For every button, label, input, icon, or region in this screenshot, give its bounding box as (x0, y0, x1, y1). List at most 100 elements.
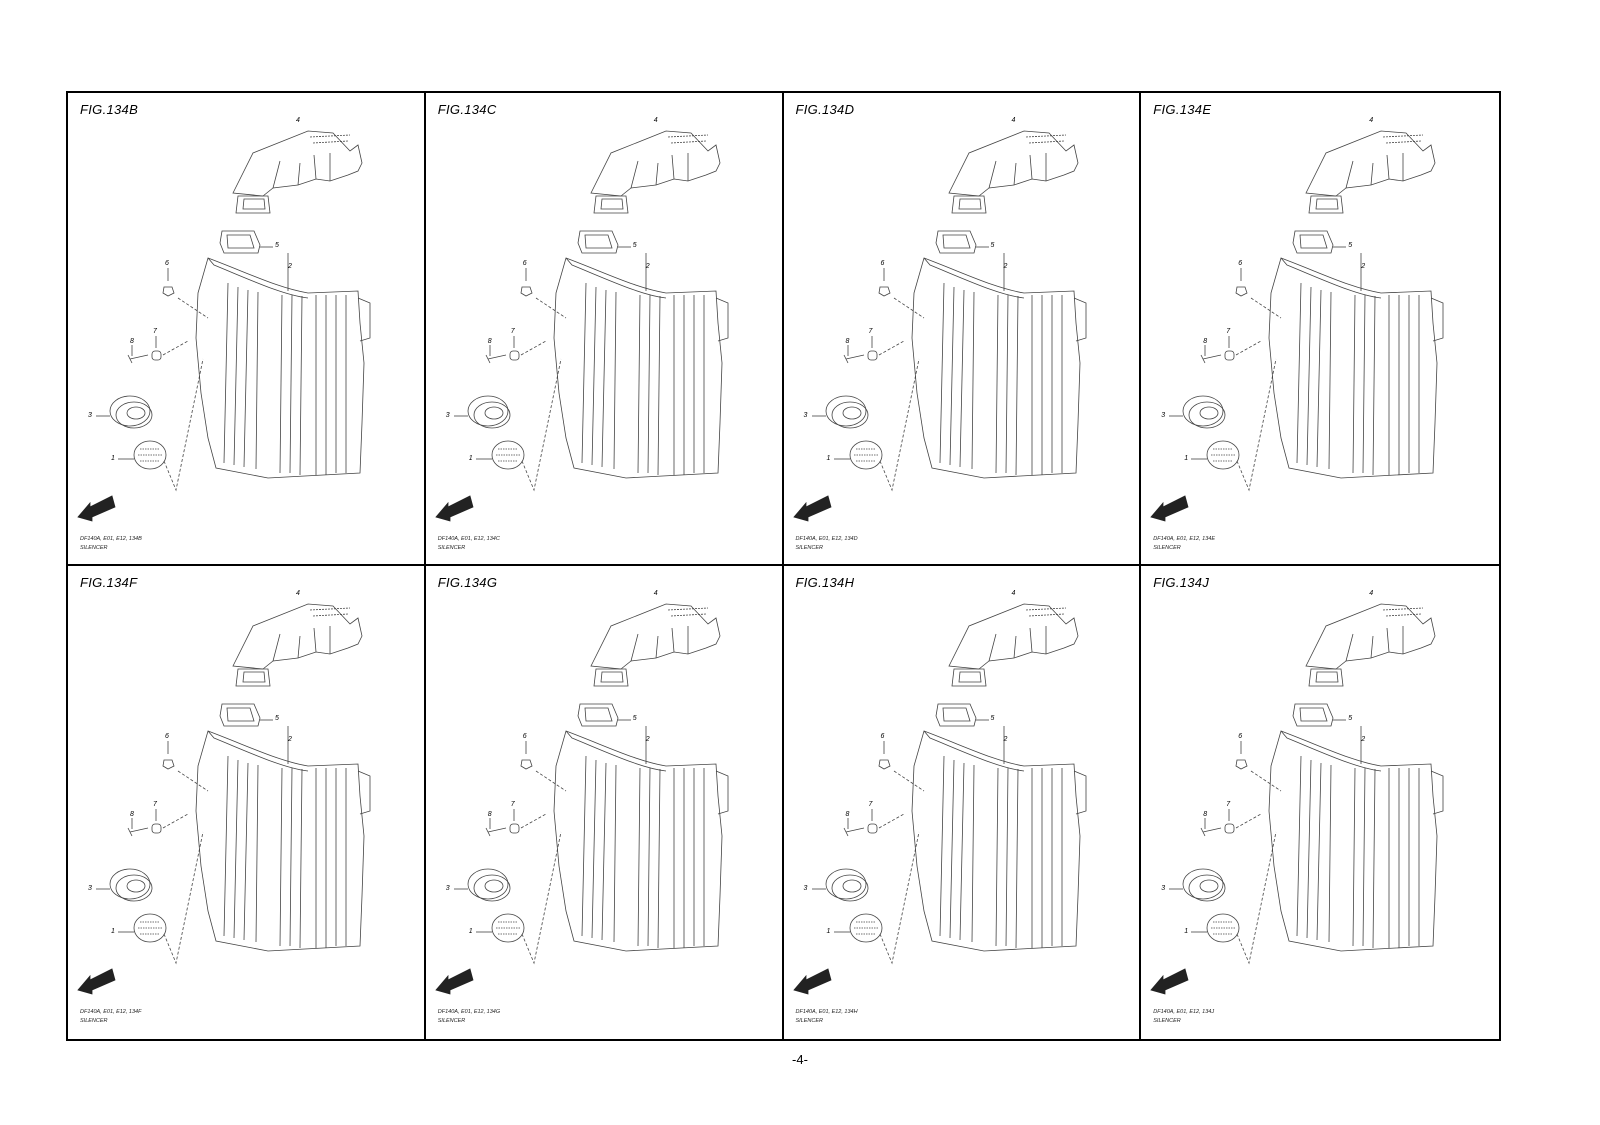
part-callout: 4 (1369, 117, 1374, 124)
model-code: DF140A, E01, E12, 134B (80, 536, 142, 542)
figure-caption: DF140A, E01, E12, 134D SILENCER (796, 535, 858, 553)
part-callout: 4 (296, 590, 300, 597)
part-callout: 7 (153, 801, 157, 808)
part-callout: 7 (153, 328, 157, 335)
part-callout: 6 (880, 260, 885, 267)
part-callout: 4 (1369, 590, 1374, 597)
part-callout: 5 (275, 242, 279, 249)
part-callout: 8 (130, 811, 134, 818)
part-callout: 2 (645, 263, 650, 270)
section-name: SILENCER (437, 545, 466, 551)
part-callout: 4 (1011, 117, 1016, 124)
part-callout: 1 (111, 455, 115, 462)
part-callout: 4 (1011, 590, 1016, 597)
part-callout: 2 (1003, 736, 1008, 743)
part-callout: 3 (445, 412, 450, 419)
part-callout: 6 (165, 733, 169, 740)
section-name: SILENCER (80, 1018, 108, 1024)
section-name: SILENCER (1153, 1018, 1181, 1024)
part-callout: 7 (1226, 801, 1231, 808)
part-callout: 8 (1203, 338, 1208, 345)
part-callout: 6 (522, 260, 527, 267)
part-callout: 7 (868, 328, 873, 335)
part-callout: 2 (1361, 736, 1366, 743)
part-callout: 7 (868, 801, 873, 808)
silencer-exploded-diagram (77, 603, 371, 995)
silencer-exploded-diagram (435, 603, 729, 995)
part-callout: 2 (645, 736, 650, 743)
silencer-exploded-diagram (1150, 603, 1444, 995)
part-callout: 3 (88, 412, 92, 419)
part-callout: 2 (288, 263, 292, 270)
figure-caption: DF140A, E01, E12, 134H SILENCER (796, 1008, 858, 1026)
part-callout: 5 (1348, 242, 1353, 249)
part-callout: 8 (487, 811, 492, 818)
part-callout: 6 (880, 733, 885, 740)
part-callout: 7 (510, 801, 515, 808)
figure-title: FIG.134F (80, 575, 138, 590)
figure-title: FIG.134J (1153, 575, 1210, 590)
part-callout: 3 (803, 412, 808, 419)
part-callout: 1 (111, 928, 115, 935)
figure-caption: DF140A, E01, E12, 134B SILENCER (80, 535, 142, 553)
part-callout: 7 (1226, 328, 1231, 335)
part-callout: 3 (1161, 412, 1166, 419)
part-callout: 2 (1361, 263, 1366, 270)
part-callout: 8 (130, 338, 134, 345)
silencer-exploded-diagram (1150, 130, 1444, 522)
part-callout: 8 (1203, 811, 1208, 818)
part-callout: 4 (296, 117, 300, 124)
figure-title: FIG.134G (437, 575, 498, 590)
silencer-exploded-diagram (793, 603, 1086, 995)
model-code: DF140A, E01, E12, 134F (80, 1009, 142, 1015)
part-callout: 8 (487, 338, 492, 345)
part-callout: 4 (653, 117, 658, 124)
part-callout: 8 (845, 811, 850, 818)
part-callout: 1 (826, 455, 831, 462)
part-callout: 7 (510, 328, 515, 335)
model-code: DF140A, E01, E12, 134G (437, 1009, 501, 1015)
figure-title: FIG.134D (795, 102, 855, 117)
part-callout: 1 (1184, 455, 1189, 462)
section-name: SILENCER (80, 545, 108, 551)
part-callout: 1 (468, 928, 473, 935)
part-callout: 5 (990, 242, 995, 249)
figure-caption: DF140A, E01, E12, 134F SILENCER (80, 1008, 141, 1026)
part-callout: 1 (826, 928, 831, 935)
section-name: SILENCER (1153, 545, 1181, 551)
part-callout: 5 (990, 715, 995, 722)
figure-caption: DF140A, E01, E12, 134G SILENCER (438, 1008, 500, 1026)
part-callout: 3 (803, 885, 808, 892)
silencer-exploded-diagram (435, 130, 729, 522)
part-callout: 3 (1161, 885, 1166, 892)
part-callout: 6 (522, 733, 527, 740)
figure-title: FIG.134B (80, 102, 139, 117)
part-callout: 2 (1003, 263, 1008, 270)
part-callout: 1 (1184, 928, 1189, 935)
figure-title: FIG.134H (795, 575, 855, 590)
section-name: SILENCER (437, 1018, 466, 1024)
part-callout: 6 (165, 260, 169, 267)
model-code: DF140A, E01, E12, 134D (795, 536, 858, 542)
part-callout: 5 (632, 242, 637, 249)
section-name: SILENCER (795, 545, 824, 551)
silencer-exploded-diagram (77, 130, 371, 522)
model-code: DF140A, E01, E12, 134E (1153, 536, 1216, 542)
figure-title: FIG.134C (437, 102, 497, 117)
figure-caption: DF140A, E01, E12, 134E SILENCER (1153, 535, 1215, 553)
section-name: SILENCER (795, 1018, 824, 1024)
model-code: DF140A, E01, E12, 134H (795, 1009, 858, 1015)
part-callout: 6 (1238, 260, 1243, 267)
part-callout: 3 (445, 885, 450, 892)
part-callout: 1 (468, 455, 473, 462)
